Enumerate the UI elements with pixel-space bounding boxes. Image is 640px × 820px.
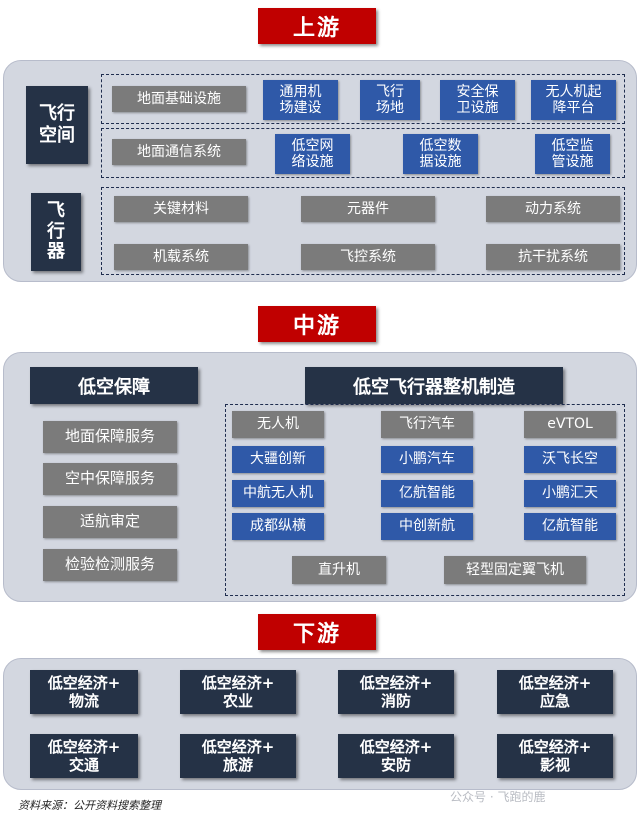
drone-header: 无人机	[232, 411, 324, 438]
flying-car-company: 小鹏汽车	[381, 446, 473, 473]
aircraft-component: 动力系统	[486, 196, 620, 222]
application-box: 低空经济+ 物流	[30, 670, 138, 714]
ground-infra-group	[101, 74, 625, 124]
evtol-company: 亿航智能	[524, 513, 616, 540]
aircraft-component: 元器件	[301, 196, 435, 222]
application-box: 低空经济+ 应急	[497, 670, 613, 714]
support-item: 地面保障服务	[43, 421, 177, 453]
ground-comm-item: 低空网 络设施	[275, 134, 350, 174]
flying-car-header: 飞行汽车	[381, 411, 473, 438]
ground-comm-item: 低空监 管设施	[535, 134, 610, 174]
aircraft-component: 机载系统	[114, 244, 248, 270]
fixed-wing-box: 轻型固定翼飞机	[444, 556, 586, 584]
application-box: 低空经济+ 交通	[30, 734, 138, 778]
ground-infra-label: 地面基础设施	[112, 86, 246, 112]
ground-infra-item: 通用机 场建设	[263, 80, 338, 120]
manufacturing-title: 低空飞行器整机制造	[305, 367, 563, 404]
ground-infra-item: 无人机起 降平台	[531, 80, 616, 120]
evtol-header: eVTOL	[524, 411, 616, 438]
application-box: 低空经济+ 影视	[497, 734, 613, 778]
application-box: 低空经济+ 旅游	[180, 734, 296, 778]
flying-car-company: 亿航智能	[381, 480, 473, 507]
flying-car-company: 中创新航	[381, 513, 473, 540]
aircraft-component: 飞控系统	[301, 244, 435, 270]
aircraft-group	[101, 187, 625, 275]
evtol-company: 沃飞长空	[524, 446, 616, 473]
watermark: 公众号 · 飞跑的鹿	[450, 790, 546, 804]
application-box: 低空经济+ 农业	[180, 670, 296, 714]
manufacturing-group	[225, 404, 625, 596]
application-box: 低空经济+ 安防	[338, 734, 454, 778]
ground-infra-item: 安全保 卫设施	[440, 80, 515, 120]
support-item: 检验检测服务	[43, 549, 177, 581]
aircraft-component: 抗干扰系统	[486, 244, 620, 270]
application-box: 低空经济+ 消防	[338, 670, 454, 714]
support-item: 适航审定	[43, 506, 177, 538]
support-title: 低空保障	[30, 367, 198, 404]
ground-comm-item: 低空数 据设施	[403, 134, 478, 174]
ground-comm-label: 地面通信系统	[112, 139, 246, 165]
evtol-company: 小鹏汇天	[524, 480, 616, 507]
midstream-title: 中游	[258, 306, 376, 342]
ground-infra-item: 飞行 场地	[360, 80, 420, 120]
flight-space-label: 飞行 空间	[26, 86, 88, 164]
ground-comm-group	[101, 128, 625, 178]
drone-company: 中航无人机	[232, 480, 324, 507]
aircraft-label: 飞 行 器	[31, 193, 81, 271]
drone-company: 大疆创新	[232, 446, 324, 473]
aircraft-component: 关键材料	[114, 196, 248, 222]
source-note: 资料来源：公开资料搜索整理	[18, 799, 161, 812]
support-item: 空中保障服务	[43, 463, 177, 495]
upstream-title: 上游	[258, 8, 376, 44]
downstream-title: 下游	[258, 614, 376, 650]
drone-company: 成都纵横	[232, 513, 324, 540]
helicopter-box: 直升机	[292, 556, 386, 584]
